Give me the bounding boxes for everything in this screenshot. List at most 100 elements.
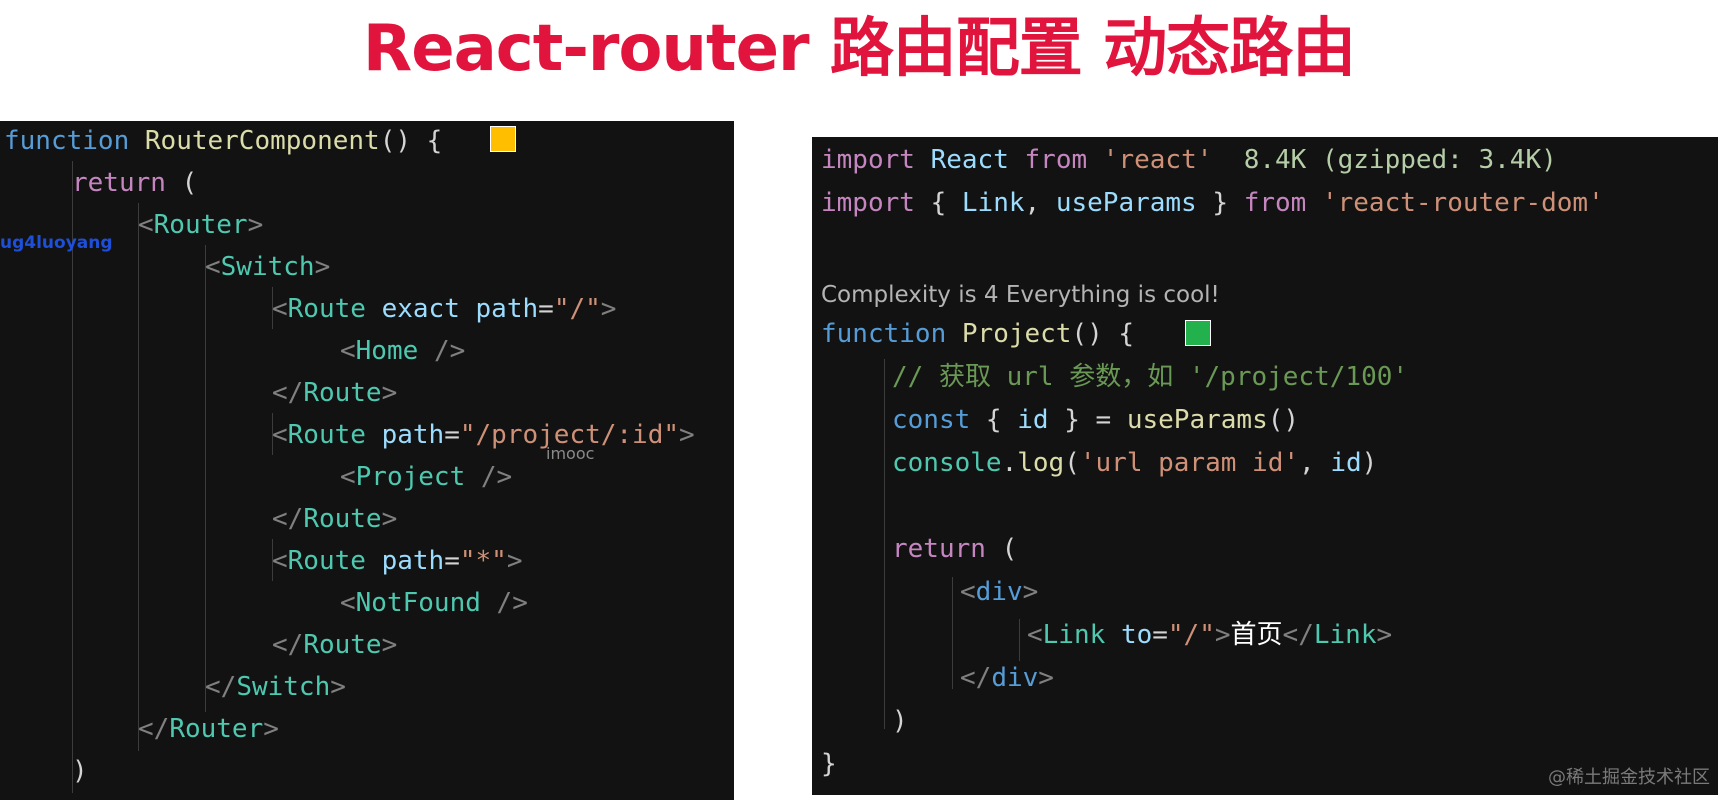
code-token: ) [892, 706, 908, 736]
code-token: > [263, 714, 279, 744]
code-token: , [1024, 188, 1056, 218]
code-token: </ [205, 672, 237, 702]
color-swatch-yellow [490, 126, 516, 152]
code-token: < [960, 577, 976, 607]
code-token: ( [985, 534, 1018, 564]
code-token: > [1376, 620, 1393, 650]
code-token: "/project/:id" [459, 420, 680, 450]
code-token: = [444, 420, 460, 450]
code-token [1009, 145, 1025, 175]
code-token: Switch [236, 672, 331, 702]
code-token: } [1196, 188, 1244, 218]
code-token: , [1299, 448, 1331, 478]
code-token: // 获取 url 参数，如 '/project/100' [892, 362, 1409, 392]
code-token: > [1038, 663, 1054, 693]
code-token: { [914, 188, 962, 218]
code-token: () { [379, 126, 458, 156]
code-token: Router [169, 714, 264, 744]
code-token: div [991, 663, 1039, 693]
code-line: <div> [960, 575, 1038, 609]
code-token: </ [272, 504, 304, 534]
code-token: = [1152, 620, 1168, 650]
code-token: </ [1282, 620, 1314, 650]
color-swatch-green [1185, 320, 1211, 346]
code-token: < [1027, 620, 1043, 650]
code-token: path [381, 546, 445, 576]
code-token: > [1022, 577, 1039, 607]
code-token: from [1024, 145, 1088, 175]
code-token: React [930, 145, 1009, 175]
code-token: Route [287, 294, 366, 324]
code-token: "/" [553, 294, 601, 324]
code-token: < [272, 420, 288, 450]
code-token: </ [960, 663, 992, 693]
code-token: < [205, 252, 221, 282]
code-token: 首页 [1230, 620, 1283, 650]
code-token [129, 126, 145, 156]
code-line: <Router> [138, 208, 263, 242]
code-token: 'react-router-dom' [1321, 188, 1604, 218]
code-line: <NotFound /> [340, 586, 528, 620]
code-token: > [679, 420, 695, 450]
indent-guide [952, 577, 953, 689]
code-line: </Switch> [205, 670, 346, 704]
code-token: > [247, 210, 264, 240]
code-line: </Route> [272, 376, 397, 410]
code-line: ) [72, 754, 88, 788]
code-token: /> [480, 462, 513, 492]
code-line: <Switch> [205, 250, 330, 284]
indent-guide [205, 245, 206, 712]
code-token: < [340, 588, 356, 618]
code-token: import [821, 145, 915, 175]
code-line: </div> [960, 661, 1054, 695]
code-token [366, 546, 382, 576]
code-line: } [821, 747, 837, 781]
user-watermark: ug4luoyang [0, 233, 113, 253]
code-token: > [600, 294, 617, 324]
code-token [418, 336, 434, 366]
code-token: Route [303, 504, 382, 534]
code-token: < [340, 336, 356, 366]
code-token: RouterComponent [144, 126, 380, 156]
code-line: </Router> [138, 712, 279, 746]
complexity-hint: Complexity is 4 Everything is cool! [821, 282, 1220, 308]
code-line: console.log('url param id', id) [892, 446, 1377, 480]
code-token: useParams [1126, 405, 1268, 435]
code-token: "/" [1167, 620, 1215, 650]
indent-guide [884, 359, 885, 729]
code-token: > [381, 504, 398, 534]
code-token: function [821, 319, 947, 349]
code-token: id [1330, 448, 1362, 478]
code-token: path [475, 294, 539, 324]
slide-title: React-router 路由配置 动态路由 [362, 12, 1356, 86]
code-token: Project [355, 462, 466, 492]
left-code-panel: function RouterComponent() { return ( <R… [0, 121, 734, 800]
code-token: exact [381, 294, 460, 324]
code-token: return [892, 534, 986, 564]
code-token: </ [272, 630, 304, 660]
code-token: Router [153, 210, 248, 240]
code-token: console [892, 448, 1002, 478]
code-token: </ [272, 378, 304, 408]
code-line: function RouterComponent() { [4, 124, 458, 158]
code-token: < [272, 294, 288, 324]
code-token: ) [72, 756, 88, 786]
code-token: Link [961, 188, 1025, 218]
code-token [1105, 620, 1121, 650]
code-token: > [506, 546, 523, 576]
code-token: Link [1313, 620, 1377, 650]
code-line: const { id } = useParams() [892, 403, 1299, 437]
code-token: id [1017, 405, 1049, 435]
code-line: function Project() { [821, 317, 1150, 351]
code-token: Route [287, 420, 366, 450]
code-line: <Route path="/project/:id"> [272, 418, 695, 452]
code-token: < [138, 210, 154, 240]
code-token: Home [355, 336, 419, 366]
code-token: ( [1064, 448, 1080, 478]
code-line: </Route> [272, 628, 397, 662]
code-token [1306, 188, 1322, 218]
code-token: ( [165, 168, 198, 198]
code-token: Route [287, 546, 366, 576]
code-token: > [381, 378, 398, 408]
code-token [366, 420, 382, 450]
